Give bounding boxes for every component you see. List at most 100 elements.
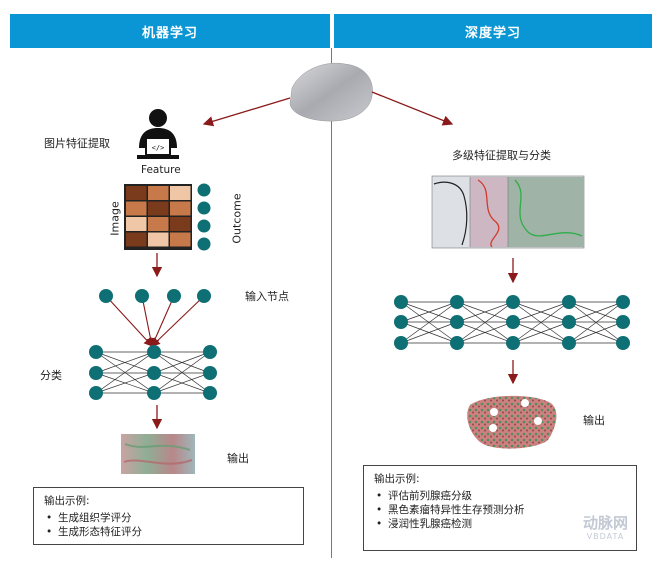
network-node bbox=[203, 386, 217, 400]
dl-examples-title: 输出示例: bbox=[374, 473, 420, 485]
network-edge bbox=[512, 301, 570, 323]
heatmap-cell bbox=[126, 186, 147, 200]
network-node bbox=[147, 386, 161, 400]
outcome-node bbox=[197, 201, 211, 215]
network-edge bbox=[456, 301, 514, 323]
network-node bbox=[147, 345, 161, 359]
network-node bbox=[89, 345, 103, 359]
ml-output-label: 输出 bbox=[227, 452, 249, 465]
heatmap-cell bbox=[170, 186, 191, 200]
input-connection bbox=[151, 295, 175, 348]
heatmap-cell bbox=[148, 217, 169, 231]
input-node bbox=[99, 289, 113, 303]
network-node bbox=[450, 336, 464, 350]
heatmap-cell bbox=[126, 217, 147, 231]
dl-example-item: 浸润性乳腺癌检测 bbox=[376, 517, 626, 531]
feature-extraction-label: 图片特征提取 bbox=[44, 137, 110, 150]
column-divider bbox=[331, 48, 332, 558]
outcome-node bbox=[197, 237, 211, 251]
outcome-nodes bbox=[197, 183, 211, 251]
network-node bbox=[562, 315, 576, 329]
heatmap-cell bbox=[126, 232, 147, 247]
classification-label: 分类 bbox=[40, 369, 62, 382]
dl-example-item: 黑色素瘤特异性生存预测分析 bbox=[376, 503, 626, 517]
heatmap-cell bbox=[170, 232, 191, 247]
dl-examples-box: 输出示例: 评估前列腺癌分级 黑色素瘤特异性生存预测分析 浸润性乳腺癌检测 动脉… bbox=[363, 465, 637, 551]
input-connection bbox=[105, 295, 153, 347]
network-edge bbox=[568, 321, 624, 344]
heatmap-cell bbox=[148, 201, 169, 216]
network-node bbox=[147, 366, 161, 380]
network-node bbox=[562, 336, 576, 350]
network-node bbox=[506, 336, 520, 350]
image-axis-label: Image bbox=[108, 201, 122, 236]
network-edge bbox=[95, 351, 155, 374]
network-edge bbox=[400, 301, 458, 344]
network-edge bbox=[153, 351, 211, 394]
svg-text:</>: </> bbox=[152, 144, 165, 152]
person-laptop-icon: </> bbox=[137, 109, 179, 159]
network-edge bbox=[400, 301, 458, 323]
feature-label: Feature bbox=[141, 164, 181, 176]
input-node bbox=[167, 289, 181, 303]
input-connection bbox=[141, 295, 155, 348]
outcome-axis-label: Outcome bbox=[230, 193, 244, 244]
network-node bbox=[394, 315, 408, 329]
network-node bbox=[562, 295, 576, 309]
network-node bbox=[616, 295, 630, 309]
network-node bbox=[394, 295, 408, 309]
network-node bbox=[616, 315, 630, 329]
network-node bbox=[89, 386, 103, 400]
network-node bbox=[203, 366, 217, 380]
network-node bbox=[450, 295, 464, 309]
network-edge bbox=[456, 321, 514, 344]
dl-example-item: 评估前列腺癌分级 bbox=[376, 489, 626, 503]
dl-output-image bbox=[467, 395, 557, 449]
heatmap-cell bbox=[170, 217, 191, 231]
watermark-sub: VBDATA bbox=[586, 532, 625, 541]
input-node bbox=[197, 289, 211, 303]
ml-example-item: 生成形态特征评分 bbox=[46, 525, 293, 539]
network-edge bbox=[95, 351, 155, 394]
network-edge bbox=[568, 301, 624, 344]
network-node bbox=[89, 366, 103, 380]
heatmap-icon bbox=[124, 184, 192, 250]
dl-network bbox=[394, 295, 630, 350]
heatmap-cell bbox=[170, 201, 191, 216]
histology-strip-image bbox=[431, 175, 585, 249]
watermark-brand: 动脉网 bbox=[582, 514, 628, 532]
heatmap-cell bbox=[126, 201, 147, 216]
network-edge bbox=[568, 301, 624, 323]
input-node bbox=[135, 289, 149, 303]
network-edge bbox=[512, 321, 570, 344]
ml-example-item: 生成组织学评分 bbox=[46, 511, 293, 525]
network-node bbox=[506, 295, 520, 309]
dl-output-label: 输出 bbox=[583, 414, 605, 427]
network-edge bbox=[456, 301, 514, 344]
network-edge bbox=[153, 372, 211, 394]
network-node bbox=[203, 345, 217, 359]
ml-output-image bbox=[121, 434, 195, 474]
network-node bbox=[506, 315, 520, 329]
ml-examples-box: 输出示例: 生成组织学评分 生成形态特征评分 bbox=[33, 487, 304, 545]
network-edge bbox=[95, 372, 155, 394]
outcome-node bbox=[197, 183, 211, 197]
network-node bbox=[616, 336, 630, 350]
heatmap-cell bbox=[148, 232, 169, 247]
outcome-node bbox=[197, 219, 211, 233]
network-node bbox=[394, 336, 408, 350]
multilevel-extraction-label: 多级特征提取与分类 bbox=[452, 149, 551, 162]
input-nodes-label: 输入节点 bbox=[245, 290, 289, 303]
tissue-sample-icon bbox=[289, 62, 373, 122]
network-edge bbox=[153, 351, 211, 374]
heatmap-cell bbox=[148, 186, 169, 200]
input-connection bbox=[151, 295, 205, 347]
network-node bbox=[450, 315, 464, 329]
ml-examples-title: 输出示例: bbox=[44, 495, 90, 507]
network-edge bbox=[400, 321, 458, 344]
ml-network bbox=[89, 289, 217, 400]
machine-learning-header: 机器学习 bbox=[10, 14, 330, 48]
deep-learning-header: 深度学习 bbox=[334, 14, 652, 48]
